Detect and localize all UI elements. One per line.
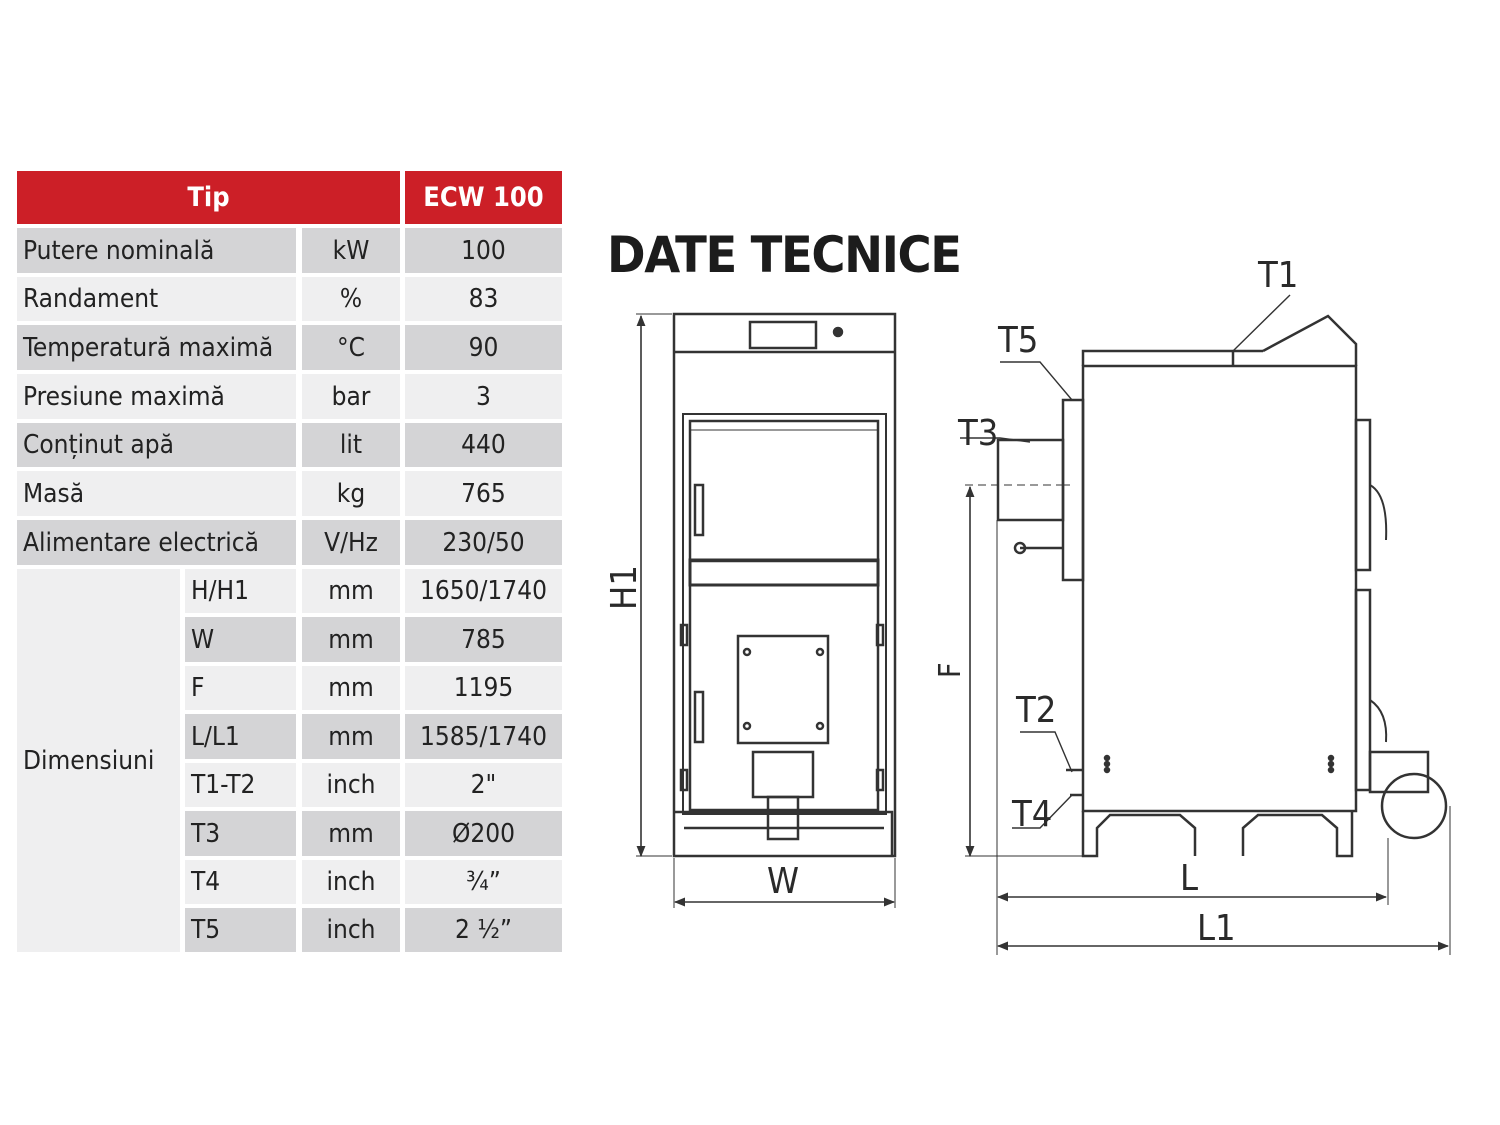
spec-label: Randament bbox=[17, 277, 296, 321]
spec-label: Presiune maximă bbox=[17, 374, 296, 419]
spec-unit: V/Hz bbox=[302, 520, 400, 565]
label-t2: T2 bbox=[1015, 690, 1056, 731]
spec-value: 440 bbox=[405, 423, 562, 467]
dimension-value: 2 ½” bbox=[405, 908, 562, 952]
dimension-name: T4 bbox=[185, 860, 296, 904]
dimensions-group-label: Dimensiuni bbox=[17, 569, 180, 952]
spec-label: Conținut apă bbox=[17, 423, 296, 467]
dimension-name: T5 bbox=[185, 908, 296, 952]
header-type: Tip bbox=[17, 171, 400, 224]
side-view bbox=[960, 294, 1451, 955]
label-t5: T5 bbox=[997, 320, 1038, 361]
dimension-value: 2" bbox=[405, 763, 562, 807]
dimension-value: 1650/1740 bbox=[405, 569, 562, 613]
spec-label: Alimentare electrică bbox=[17, 520, 296, 565]
header-model: ECW 100 bbox=[405, 171, 562, 224]
spec-unit: lit bbox=[302, 423, 400, 467]
dimension-name: H/H1 bbox=[185, 569, 296, 613]
dimension-value: Ø200 bbox=[405, 811, 562, 856]
dimension-unit: inch bbox=[302, 860, 400, 904]
dimension-value: 1585/1740 bbox=[405, 714, 562, 759]
label-w: W bbox=[767, 861, 799, 902]
dimension-unit: inch bbox=[302, 908, 400, 952]
dimension-value: 1195 bbox=[405, 666, 562, 710]
spec-value: 100 bbox=[405, 228, 562, 273]
spec-value: 90 bbox=[405, 325, 562, 370]
spec-label: Putere nominală bbox=[17, 228, 296, 273]
dimension-unit: mm bbox=[302, 617, 400, 662]
label-f: F bbox=[933, 662, 968, 678]
label-t1: T1 bbox=[1257, 255, 1298, 296]
spec-label: Temperatură maximă bbox=[17, 325, 296, 370]
spec-unit: % bbox=[302, 277, 400, 321]
dimension-unit: mm bbox=[302, 714, 400, 759]
spec-unit: kg bbox=[302, 471, 400, 516]
dimension-value: 785 bbox=[405, 617, 562, 662]
spec-unit: bar bbox=[302, 374, 400, 419]
dimension-unit: inch bbox=[302, 763, 400, 807]
spec-unit: °C bbox=[302, 325, 400, 370]
label-l: L bbox=[1180, 858, 1198, 899]
spec-value: 230/50 bbox=[405, 520, 562, 565]
dimension-name: T1-T2 bbox=[185, 763, 296, 807]
dimension-value: ¾” bbox=[405, 860, 562, 904]
spec-value: 3 bbox=[405, 374, 562, 419]
page-title: DATE TECNICE bbox=[607, 226, 962, 284]
dimension-name: L/L1 bbox=[185, 714, 296, 759]
dimension-name: T3 bbox=[185, 811, 296, 856]
label-l1: L1 bbox=[1197, 908, 1236, 949]
dimension-name: F bbox=[185, 666, 296, 710]
dimension-unit: mm bbox=[302, 666, 400, 710]
label-t4: T4 bbox=[1011, 794, 1052, 835]
dimension-unit: mm bbox=[302, 811, 400, 856]
dimension-unit: mm bbox=[302, 569, 400, 613]
label-t3: T3 bbox=[957, 413, 998, 454]
front-view bbox=[636, 312, 897, 908]
label-h1: H1 bbox=[604, 565, 645, 610]
spec-label: Masă bbox=[17, 471, 296, 516]
spec-value: 765 bbox=[405, 471, 562, 516]
spec-unit: kW bbox=[302, 228, 400, 273]
dimension-name: W bbox=[185, 617, 296, 662]
spec-value: 83 bbox=[405, 277, 562, 321]
